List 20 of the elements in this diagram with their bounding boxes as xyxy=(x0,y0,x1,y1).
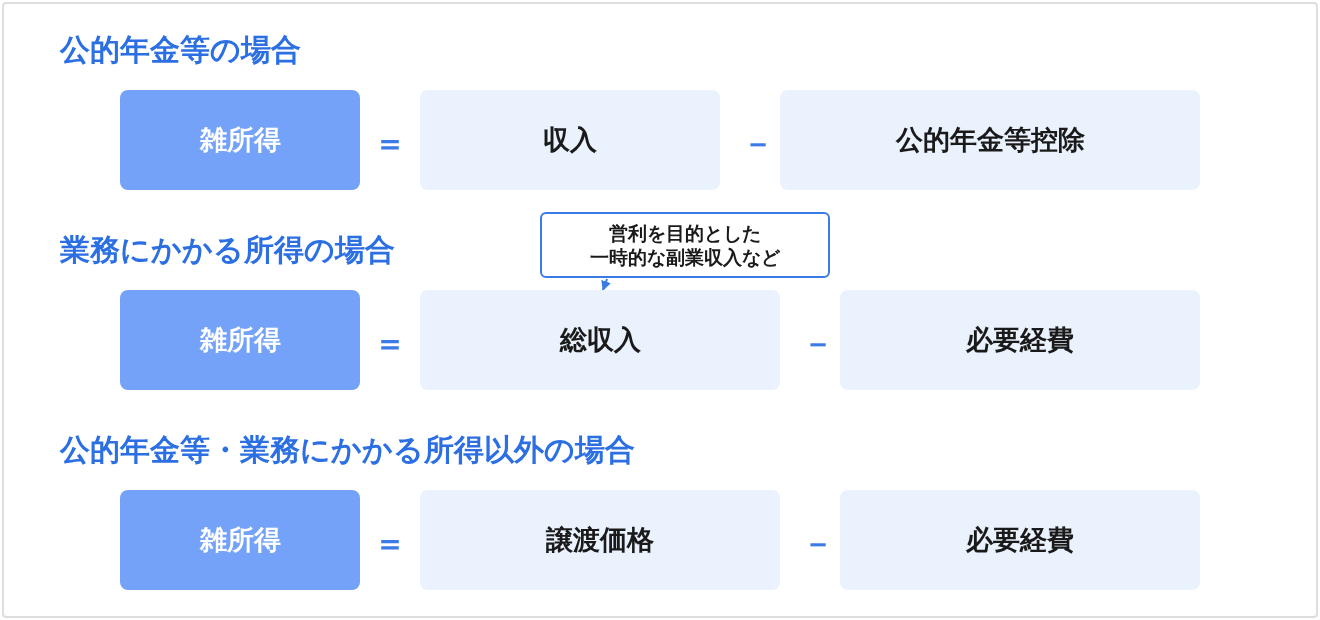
term-box: 譲渡価格 xyxy=(420,490,780,590)
result-box: 雑所得 xyxy=(120,90,360,190)
section-heading: 業務にかかる所得の場合 xyxy=(60,231,395,269)
section-heading: 公的年金等の場合 xyxy=(60,31,301,69)
operator-sign: － xyxy=(801,323,835,364)
term-box: 公的年金等控除 xyxy=(780,90,1200,190)
operator-sign: ＝ xyxy=(373,523,407,564)
term-box: 総収入 xyxy=(420,290,780,390)
bubble-tail xyxy=(601,278,611,291)
operator-sign: ＝ xyxy=(373,323,407,364)
speech-bubble: 営利を目的とした一時的な副業収入など xyxy=(540,212,830,278)
section-heading: 公的年金等・業務にかかる所得以外の場合 xyxy=(60,431,635,469)
term-box: 必要経費 xyxy=(840,290,1200,390)
term-box: 必要経費 xyxy=(840,490,1200,590)
result-box: 雑所得 xyxy=(120,490,360,590)
operator-sign: － xyxy=(801,523,835,564)
result-box: 雑所得 xyxy=(120,290,360,390)
term-box: 収入 xyxy=(420,90,720,190)
operator-sign: ＝ xyxy=(373,123,407,164)
operator-sign: － xyxy=(741,123,775,164)
